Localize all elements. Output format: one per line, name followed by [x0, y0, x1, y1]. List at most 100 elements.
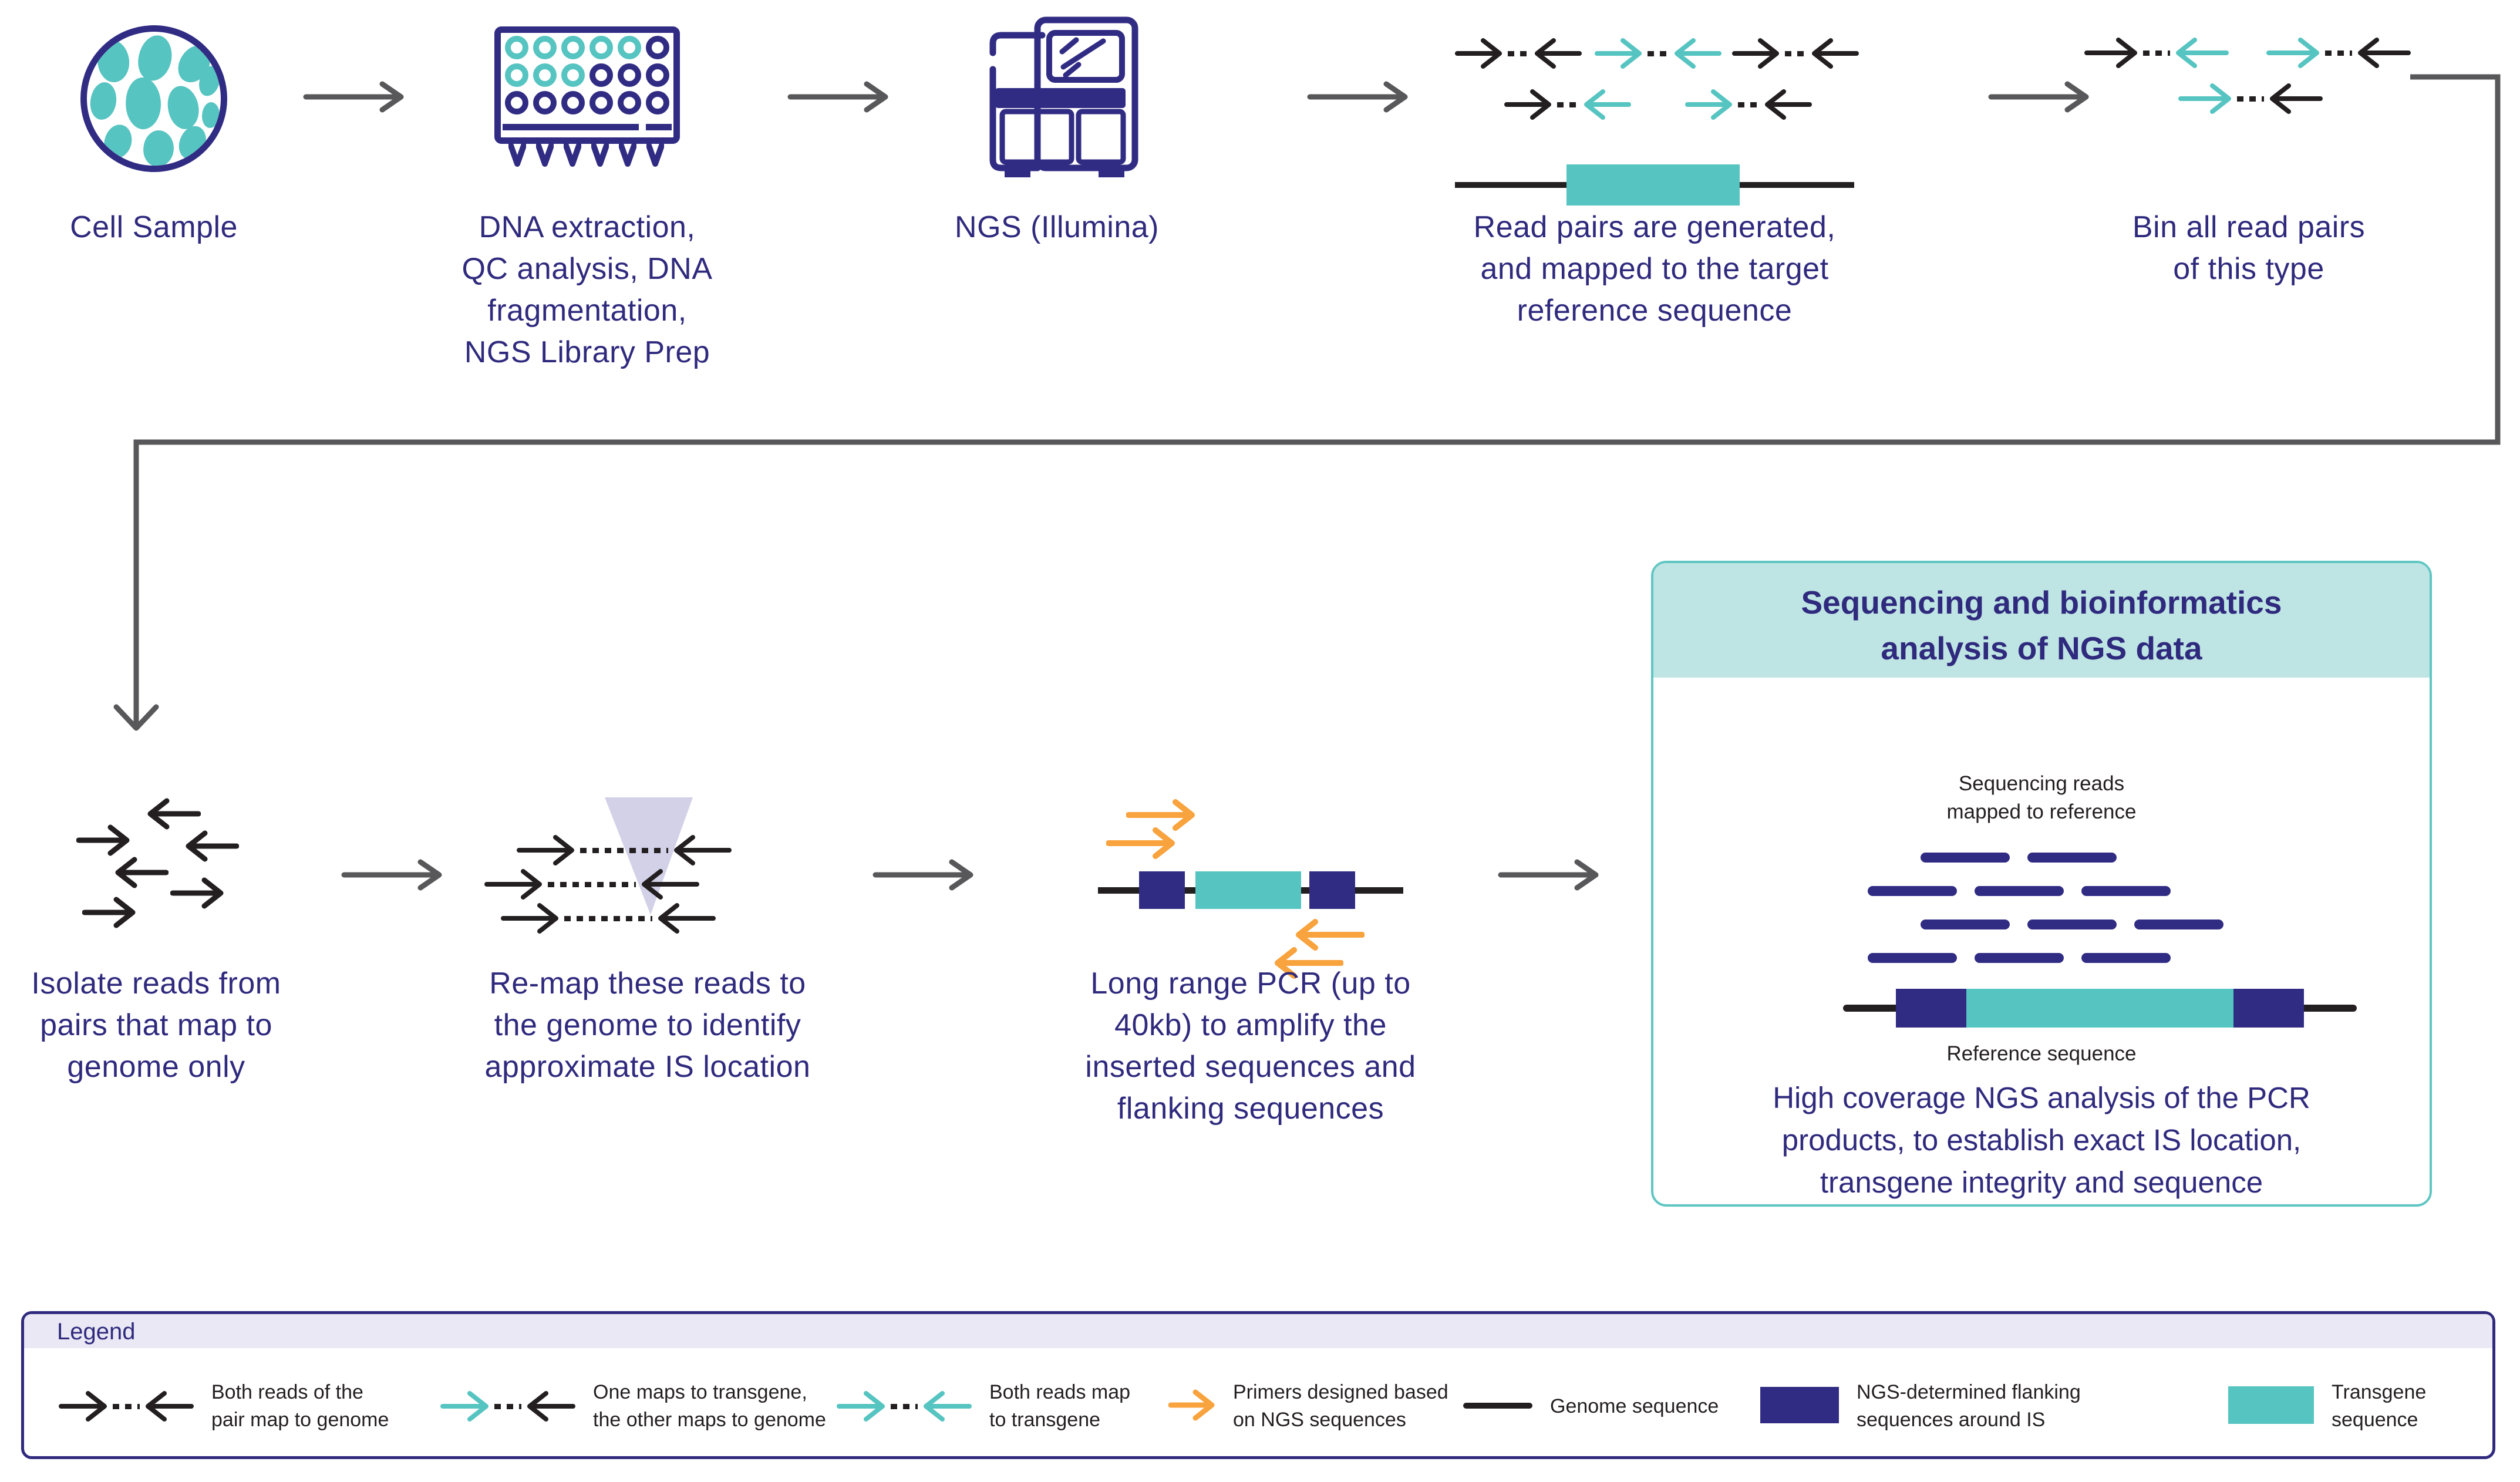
plate-tube-icon	[646, 142, 664, 167]
plate-tube-icon	[619, 142, 636, 167]
sequencing-read-row	[1868, 953, 2171, 963]
isolated-read-arrow	[82, 896, 136, 932]
plate-well	[561, 91, 585, 114]
genome-line	[1463, 1403, 1532, 1409]
legend: Legend Both reads of the pair map to gen…	[21, 1311, 2495, 1459]
transgene-box	[2228, 1386, 2314, 1424]
isolated-read-arrow	[147, 797, 201, 833]
flanking-block	[1139, 871, 1185, 909]
read-arrow-right-icon	[1685, 89, 1732, 120]
plate-tube-icon	[508, 142, 526, 167]
read-pair-icon	[1595, 37, 1721, 70]
pair-gap-dots	[891, 1403, 918, 1409]
flow-arrow-icon	[341, 856, 458, 897]
analysis-box: Sequencing and bioinformatics analysis o…	[1651, 561, 2432, 1207]
sequencing-read-row	[1921, 853, 2117, 863]
pair-gap-dots	[1508, 50, 1529, 56]
step-label-isolate: Isolate reads from pairs that map to gen…	[31, 966, 281, 1084]
plate-well	[646, 91, 669, 114]
read-arrow-left-icon	[2358, 38, 2411, 68]
sequencing-reads-caption: Sequencing reads mapped to reference	[1946, 772, 2137, 823]
read-pair-icon	[501, 902, 716, 935]
flow-arrow-icon	[872, 856, 989, 897]
sequencing-read-row	[1921, 919, 2223, 929]
pair-gap-dots	[1648, 50, 1669, 56]
read-arrow-right-icon	[59, 1391, 107, 1422]
pair-gap-dots	[1738, 102, 1759, 107]
read-arrow-right-icon	[440, 1391, 488, 1422]
read-pair-icon	[2178, 82, 2323, 115]
legend-item-label: Both reads map to transgene	[989, 1381, 1131, 1431]
cell-blob	[102, 122, 134, 161]
primer-arrow-icon	[1274, 944, 1344, 985]
read-pair-icon	[1504, 88, 1631, 121]
pair-gap-dots	[113, 1403, 140, 1409]
analysis-box-header	[1653, 563, 2430, 678]
pair-gap-dots	[564, 915, 652, 921]
flanking-block	[1309, 871, 1355, 909]
sequencing-read	[2134, 919, 2223, 929]
isolated-read-arrow	[185, 830, 240, 865]
read-pairs-mapping-icon	[1455, 26, 1859, 220]
flow-arrow-icon	[1987, 78, 2105, 119]
microplate-body	[494, 26, 680, 144]
plate-well	[618, 36, 641, 59]
sequencing-read	[1868, 953, 1957, 963]
cell-blob	[142, 129, 176, 166]
sequencing-read	[1921, 853, 2010, 863]
primer-arrow-icon	[1106, 824, 1175, 865]
sequencing-read	[2081, 886, 2171, 896]
read-arrow-right-icon	[1126, 799, 1195, 831]
cell-blob	[202, 102, 220, 128]
isolated-read-arrow	[170, 877, 224, 912]
microplate-wells	[505, 36, 674, 114]
flow-arrow-icon	[302, 78, 420, 119]
reference-sequence-caption: Reference sequence	[1946, 1042, 2137, 1065]
sequencing-read	[1975, 886, 2064, 896]
sequencing-read	[2027, 853, 2117, 863]
plate-well	[505, 63, 528, 87]
read-arrow-left-icon	[115, 857, 169, 888]
primer-arrow-icon	[1168, 1387, 1215, 1426]
analysis-box-body-text: High coverage NGS analysis of the PCR pr…	[1773, 1081, 2310, 1199]
primer-arrow-icon	[1295, 916, 1365, 956]
pair-gap-dots	[2237, 96, 2264, 102]
read-arrow-right-icon	[2084, 38, 2137, 68]
pair-gap-dots	[1785, 50, 1806, 56]
plate-well	[533, 63, 557, 87]
read-arrow-right-icon	[484, 869, 542, 900]
cell-sample-icon	[80, 25, 227, 172]
sequencing-read	[1868, 886, 1957, 896]
primer-arrow-icon	[1126, 796, 1195, 837]
read-pair-icon	[440, 1390, 575, 1423]
sequencing-read	[2027, 919, 2117, 929]
read-arrow-left-icon	[2176, 38, 2229, 68]
transgene-block	[1966, 989, 2233, 1028]
read-pair-icon	[517, 834, 732, 867]
microplate-base-line	[503, 124, 639, 130]
step-label-read-pairs: Read pairs are generated, and mapped to …	[1473, 210, 1836, 328]
pair-gap-dots	[494, 1403, 521, 1409]
plate-tube-icon	[536, 142, 554, 167]
read-arrow-left-icon	[674, 835, 732, 865]
read-arrow-right-icon	[1168, 1389, 1215, 1420]
pair-gap-dots	[580, 847, 668, 853]
read-arrow-left-icon	[1584, 89, 1631, 120]
read-arrow-left-icon	[1296, 919, 1365, 951]
read-pair-icon	[1732, 37, 1859, 70]
read-arrow-right-icon	[837, 1391, 885, 1422]
legend-item-label: One maps to transgene, the other maps to…	[593, 1381, 826, 1431]
legend-header-band	[24, 1314, 2492, 1348]
read-arrow-left-icon	[2270, 83, 2323, 114]
read-pair-icon	[484, 868, 699, 901]
read-arrow-left-icon	[527, 1391, 575, 1422]
sequencer-outline	[989, 16, 1138, 177]
legend-item: Transgene sequence	[2228, 1368, 2492, 1444]
long-range-pcr-icon	[1098, 791, 1403, 988]
plate-well	[561, 63, 585, 87]
plate-well	[533, 91, 557, 114]
genome-line-icon	[1463, 1401, 1532, 1412]
pair-gap-dots	[1557, 102, 1578, 107]
cell-blob	[89, 81, 118, 121]
